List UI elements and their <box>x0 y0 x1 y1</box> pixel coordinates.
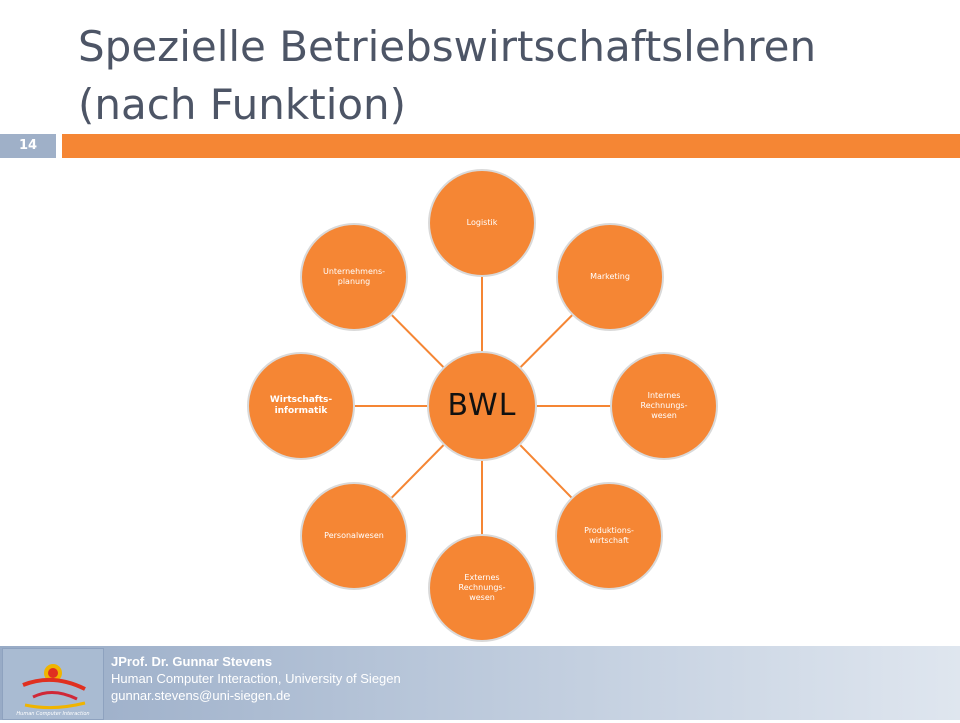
node-label-internes-rechnungswesen-line: wesen <box>651 411 677 420</box>
logo-caption: Human Computer Interaction <box>16 711 89 717</box>
node-label-unternehmensplanung-line: planung <box>337 277 371 286</box>
node-wirtschaftsinformatik <box>247 352 355 460</box>
node-circles <box>247 169 718 642</box>
node-label-unternehmensplanung: Unternehmens-planung <box>304 267 404 287</box>
slide-title: Spezielle Betriebswirtschaftslehren (nac… <box>78 18 938 134</box>
node-produktionswirtschaft <box>555 482 663 590</box>
node-label-externes-rechnungswesen-line: wesen <box>469 593 495 602</box>
node-externes-rechnungswesen <box>428 534 536 642</box>
node-marketing <box>556 223 664 331</box>
hci-logo-icon: Human Computer Interaction <box>16 664 90 717</box>
slide-title-line-1: Spezielle Betriebswirtschaftslehren <box>78 22 817 71</box>
node-label-marketing: Marketing <box>560 272 660 282</box>
node-label-unternehmensplanung-line: Unternehmens- <box>322 267 386 276</box>
node-label-internes-rechnungswesen-line: Rechnungs- <box>640 401 688 410</box>
node-logistik <box>428 169 536 277</box>
node-label-wirtschaftsinformatik-line: Wirtschafts- <box>269 395 333 405</box>
node-label-produktionswirtschaft-line: Produktions- <box>584 526 634 535</box>
node-label-logistik: Logistik <box>432 218 532 228</box>
node-label-externes-rechnungswesen-line: Externes <box>464 573 500 582</box>
node-label-personalwesen-line: Personalwesen <box>324 531 384 540</box>
node-label-logistik-line: Logistik <box>466 218 498 227</box>
slide-title-line-2: (nach Funktion) <box>78 80 407 129</box>
node-bwl-center <box>427 351 537 461</box>
node-label-marketing-line: Marketing <box>590 272 630 281</box>
node-internes-rechnungswesen <box>610 352 718 460</box>
node-label-wirtschaftsinformatik: Wirtschafts-informatik <box>251 395 351 417</box>
node-unternehmensplanung <box>300 223 408 331</box>
hci-logo: Human Computer Interaction <box>2 648 104 720</box>
node-label-externes-rechnungswesen-line: Rechnungs- <box>458 583 506 592</box>
slide-number: 14 <box>0 134 56 158</box>
node-label-internes-rechnungswesen-line: Internes <box>647 391 681 400</box>
footer: Human Computer Interaction JProf. Dr. Gu… <box>0 646 960 720</box>
author-affiliation: Human Computer Interaction, University o… <box>111 671 401 686</box>
author-email[interactable]: gunnar.stevens@uni-siegen.de <box>111 688 291 703</box>
node-personalwesen <box>300 482 408 590</box>
node-label-wirtschaftsinformatik-line: informatik <box>274 406 328 416</box>
node-label-produktionswirtschaft-line: wirtschaft <box>589 536 629 545</box>
title-divider-bar <box>62 134 960 158</box>
node-label-bwl-center: BWL <box>447 388 517 423</box>
node-label-produktionswirtschaft: Produktions-wirtschaft <box>559 526 659 546</box>
author-name: JProf. Dr. Gunnar Stevens <box>111 654 273 669</box>
node-label-personalwesen: Personalwesen <box>304 531 404 541</box>
